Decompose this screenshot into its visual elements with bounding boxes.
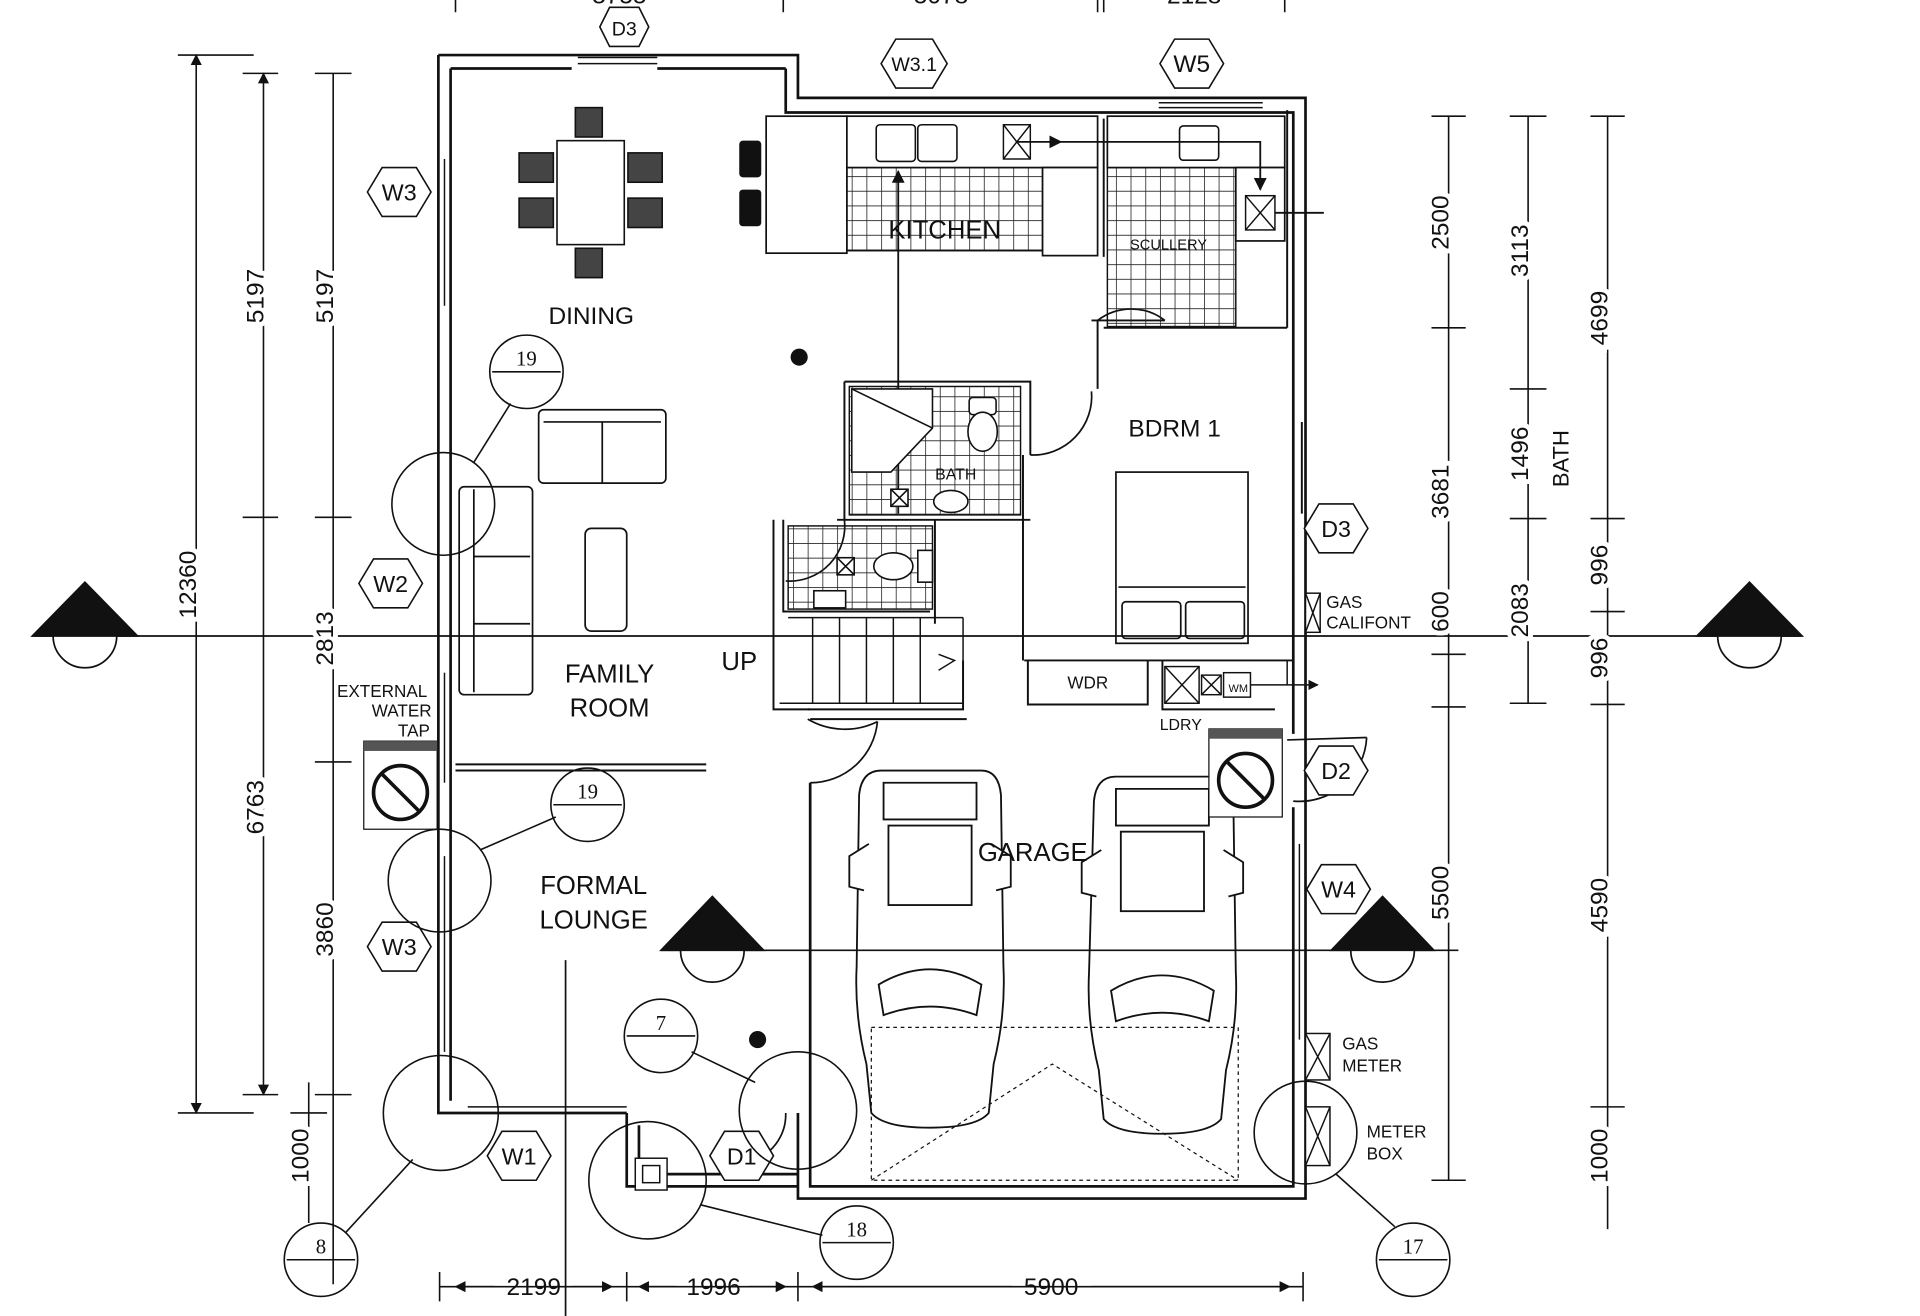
tag-w1: W1 [502,1143,537,1169]
note-bath-side: BATH [1548,430,1573,487]
callout-7: 7 [656,1012,666,1035]
dim-left-b-3: 3860 [312,902,339,956]
section-line-1 [30,580,1805,669]
note-gas-califont-2: CALIFONT [1326,614,1411,633]
tag-d3-right: D3 [1321,516,1351,542]
label-dining: DINING [548,303,634,330]
callout-17: 17 [1403,1236,1424,1259]
dim-right-c-5: 1000 [1587,1129,1614,1183]
dim-right-a-1: 2500 [1428,195,1455,249]
callout-8: 8 [316,1236,326,1259]
callout-numbers: 19 19 7 8 18 17 [316,348,1424,1259]
notes: EXTERNAL WATER TAP GAS CALIFONT GAS METE… [337,430,1574,1163]
note-meter-box-1: METER [1367,1122,1427,1141]
dim-top-2: 5078 [914,0,968,10]
label-scullery: SCULLERY [1130,238,1207,254]
tag-w3-lower: W3 [382,934,417,960]
bathrooms [787,385,1022,610]
stairs [779,616,964,704]
section-1-right: 1 [1744,611,1754,634]
laundry [1164,660,1318,704]
section-1-left: 1 [80,611,90,634]
dim-top-1: 3755 [592,0,646,10]
dim-right-b-3: 2083 [1507,583,1534,637]
dim-right-a-2: 3681 [1428,464,1455,518]
callout-19-lower: 19 [577,781,598,804]
dim-bottom-2: 1996 [686,1274,740,1301]
dim-bottom-3: 5900 [1024,1274,1078,1301]
dim-left-a-1: 5197 [242,269,269,323]
label-bdrm1: BDRM 1 [1128,416,1220,443]
label-formal-1: FORMAL [540,872,647,900]
tag-w4: W4 [1321,877,1356,903]
label-kitchen: KITCHEN [888,216,1001,244]
dim-right-b-2: 1496 [1507,427,1534,481]
light-fitting-icon [749,348,808,1049]
dim-left-b-4: 1000 [288,1129,315,1183]
section-3-left: 3 [707,925,717,948]
label-family-1: FAMILY [565,660,654,688]
section-3-right: 3 [1377,915,1387,938]
dim-right-b-1: 3113 [1507,224,1534,277]
dim-right-a-3: 600 [1428,591,1455,632]
dim-right-c-2: 996 [1587,545,1614,586]
no-water-sign-icon [1208,728,1283,818]
tag-d3-top: D3 [612,18,637,40]
callout-19-upper: 19 [516,348,537,371]
tag-d2: D2 [1321,758,1351,784]
callout-18: 18 [846,1219,867,1242]
note-gas-meter-2: METER [1342,1056,1402,1075]
label-bath: BATH [935,466,976,483]
section-labels: 1 1 3 3 [80,611,1755,948]
dim-left-b-1: 5197 [312,269,339,323]
no-water-sign-icon [363,740,438,830]
dim-left-b-2: 2813 [312,611,339,665]
gas-box-icons [634,592,1331,1191]
note-external-water-tap-1: EXTERNAL [337,682,427,701]
dim-top-3: 2128 [1167,0,1221,10]
callout-bubbles [283,334,1451,1298]
tag-w2: W2 [373,571,408,597]
dim-right-c-1: 4699 [1587,291,1614,345]
dim-right-a-4: 5500 [1428,866,1455,920]
opening-tag-labels: D3 W3.1 W5 W3 W2 W3 W1 D1 D3 D2 W4 [373,18,1356,1169]
opening-tags [357,6,1372,1182]
dim-left-overall: 12360 [175,551,202,619]
dim-right-c-3: 996 [1587,638,1614,679]
dining-table [518,106,663,279]
label-formal-2: LOUNGE [539,906,647,934]
kitchen-area [739,115,1324,514]
note-external-water-tap-3: TAP [398,721,430,740]
label-wm: WM [1228,683,1248,695]
label-garage: GARAGE [978,839,1088,867]
garage-cars [848,769,1245,1181]
room-labels: DINING KITCHEN SCULLERY BDRM 1 BATH FAMI… [539,216,1248,934]
tag-w3-upper: W3 [382,180,417,206]
note-gas-califont-1: GAS [1326,593,1362,612]
dim-bottom-1: 2199 [507,1274,561,1301]
dim-right-c-4: 4590 [1587,878,1614,932]
note-gas-meter-1: GAS [1342,1034,1378,1053]
note-external-water-tap-2: WATER [372,702,432,721]
label-up: UP [721,648,757,676]
bed [1115,471,1249,645]
tag-w5: W5 [1173,51,1210,78]
label-wdr: WDR [1067,674,1108,693]
note-meter-box-2: BOX [1367,1144,1404,1163]
dimension-values: 3755 5078 2128 12360 5197 6763 5197 2813… [170,0,1618,1301]
label-ldry: LDRY [1160,717,1202,734]
label-family-2: ROOM [570,695,650,723]
dimension-lines [177,0,1625,1302]
section-line-3 [564,895,1459,1316]
family-furniture [458,408,667,696]
dim-left-a-2: 6763 [242,780,269,834]
tag-w3-1: W3.1 [891,54,937,76]
